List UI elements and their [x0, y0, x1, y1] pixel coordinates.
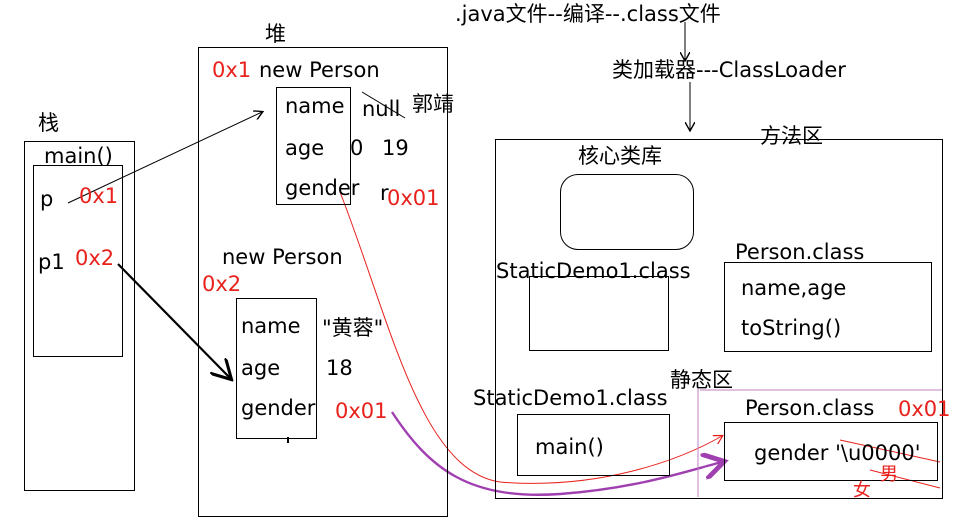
obj2-box [236, 298, 317, 439]
main-frame [33, 165, 123, 357]
obj1-age-value: 19 [382, 136, 409, 160]
obj2-name-value: "黄蓉" [322, 316, 384, 340]
var-p-ref: 0x1 [79, 184, 119, 208]
static-scribble-male: 男 [880, 464, 898, 485]
static-area-title: 静态区 [670, 368, 733, 392]
static-person-title: Person.class [745, 396, 875, 420]
static-staticdemo-title: StaticDemo1.class [473, 386, 668, 410]
method-area-region [495, 139, 943, 499]
static-gender-field: gender '\u0000' [754, 441, 921, 465]
obj1-addr: 0x1 [212, 58, 252, 82]
compile-flow-label: .java文件--编译--.class文件 [455, 2, 721, 26]
obj2-addr: 0x2 [202, 272, 242, 296]
p-reference-arrow [67, 112, 262, 204]
static-person-addr: 0x01 [898, 397, 951, 421]
gender-static-purple-arrow [390, 411, 722, 496]
obj2-label: new Person [222, 245, 343, 269]
var-p1-ref: 0x2 [75, 246, 115, 270]
obj1-label: new Person [259, 58, 380, 82]
obj2-age-field: age [241, 356, 281, 380]
method-area-title: 方法区 [760, 124, 823, 148]
obj1-gender-field: gender [285, 176, 360, 200]
method-staticdemo-box [529, 276, 669, 351]
stack-title: 栈 [38, 111, 59, 135]
obj1-box [276, 87, 351, 205]
obj1-name-default: null [362, 97, 401, 121]
obj1-age-default: 0 [350, 136, 364, 160]
stack-frame-label: main() [44, 144, 113, 168]
gender-static-red-arrow [339, 191, 722, 484]
var-p: p [40, 187, 54, 211]
classloader-label: 类加载器---ClassLoader [612, 58, 846, 82]
method-person-title: Person.class [735, 240, 865, 264]
p1-reference-arrow [117, 263, 230, 378]
obj2-gender-ref: 0x01 [335, 399, 388, 423]
obj2-gender-field: gender [241, 396, 316, 420]
obj1-gender-marker: r [380, 181, 389, 205]
obj1-name-field: name [285, 94, 345, 118]
heap-title: 堆 [265, 22, 286, 46]
static-main-label: main() [535, 435, 604, 459]
static-scribble-female: 女 [853, 480, 871, 501]
obj1-name-value: 郭靖 [412, 92, 454, 116]
core-library-title: 核心类库 [578, 144, 662, 168]
stack-region [24, 141, 135, 491]
person-member-fields: name,age [741, 276, 847, 300]
core-library-box [560, 174, 694, 250]
var-p1: p1 [38, 250, 65, 274]
static-staticdemo-box [517, 414, 670, 476]
obj2-age-value: 18 [326, 356, 353, 380]
obj1-age-field: age [285, 136, 325, 160]
person-member-tostring: toString() [741, 316, 842, 340]
method-person-box [724, 262, 932, 352]
static-person-box [724, 422, 938, 481]
obj1-gender-ref: 0x01 [387, 186, 440, 210]
obj2-name-field: name [241, 314, 301, 338]
